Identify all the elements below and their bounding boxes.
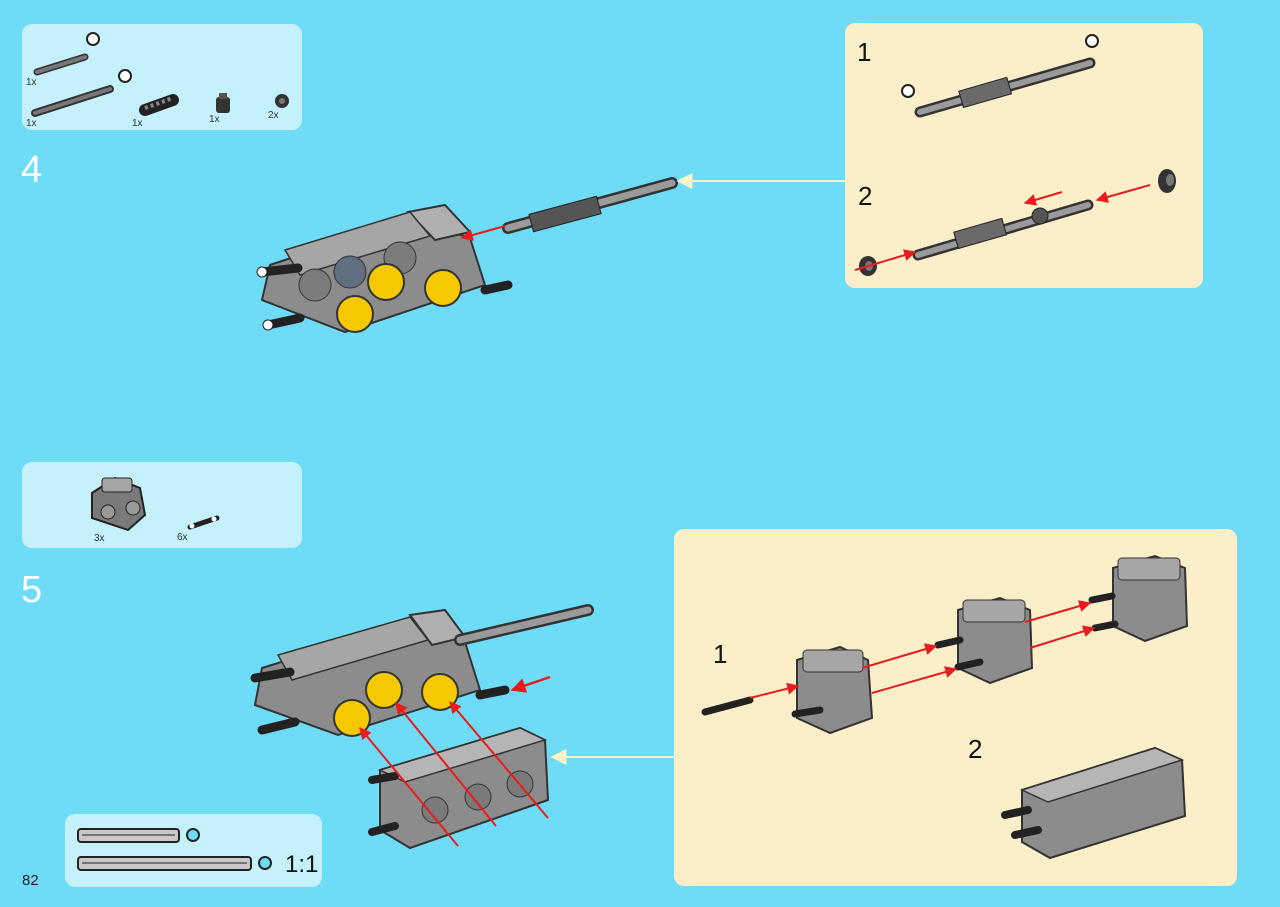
step4-engine-block: [256, 203, 513, 334]
scale-label: 1:1: [285, 851, 319, 878]
step4-sub2-arrow-slide: [1023, 191, 1063, 206]
step5-sub1-cylinder-c: [1112, 554, 1189, 643]
step4-subassembly-panel: [845, 23, 1203, 288]
step5-rod-arrow-2: [395, 702, 497, 827]
step5-sub1-arrow-4: [1024, 600, 1092, 623]
step4-sub2-arrow-halfbush: [854, 249, 917, 271]
step4-parts-panel: [22, 24, 302, 130]
step5-sub-number-1: 1: [713, 639, 728, 669]
step5-sub1-arrow-1: [749, 682, 800, 699]
step4-part-axle-joiner: [139, 94, 179, 116]
step4-part-axle-short: [33, 53, 89, 76]
step4-part-axle-long: [31, 85, 114, 117]
step4-sub1-length-badge-a: [1085, 34, 1099, 48]
step4-part-qty: 1x: [132, 118, 143, 129]
step5-part-cylinder: [91, 476, 147, 532]
step4-axle-short-length-badge: [86, 32, 100, 46]
page-number: 82: [22, 872, 39, 889]
scale-panel: [65, 814, 322, 887]
step4-insert-arrow: [460, 225, 506, 241]
step5-crank-axle: [454, 604, 594, 646]
step4-part-qty: 1x: [26, 77, 37, 88]
step5-rod-arrow-3: [449, 701, 549, 819]
step5-sub1-pins: [701, 592, 1119, 718]
step5-part-pin: [187, 515, 220, 530]
step4-part-qty: 2x: [268, 110, 279, 121]
step4-sub1-axle: [914, 57, 1096, 118]
step5-sub1-arrow-5: [1029, 625, 1096, 649]
step5-part-qty: 6x: [177, 532, 188, 543]
step5-pin-arrow: [510, 675, 551, 693]
step5-engine-block: [250, 608, 510, 737]
scale-short-length-badge: [186, 828, 200, 842]
step4-part-qty: 1x: [209, 114, 220, 125]
step5-sub2-cylinder-block: [1001, 746, 1187, 860]
step4-crank-axle: [502, 177, 678, 234]
step-number-4: 4: [21, 149, 43, 191]
step5-rod-arrow-1: [359, 727, 459, 847]
step4-sub2-arrow-bush: [1095, 184, 1151, 203]
step4-sub-number-2: 2: [858, 181, 873, 211]
step5-sub1-cylinder-b: [957, 596, 1034, 685]
step5-sub1-arrow-2: [861, 643, 938, 669]
step4-axle-long-length-badge: [118, 69, 132, 83]
step4-sub1-length-badge-b: [901, 84, 915, 98]
step4-part-half-bush: [275, 94, 289, 108]
step4-sub2-bush: [1158, 169, 1176, 193]
step5-sub1-cylinder-a: [796, 645, 874, 735]
step-number-5: 5: [21, 569, 43, 611]
scale-long-length-badge: [258, 856, 272, 870]
step5-sub1-arrow-3: [871, 666, 958, 694]
step5-sub-number-2: 2: [968, 734, 983, 764]
step4-sub2-axle: [912, 199, 1094, 261]
step5-parts-panel: [22, 462, 302, 548]
step4-sub-number-1: 1: [857, 37, 872, 67]
step5-part-qty: 3x: [94, 533, 105, 544]
scale-axle-long: [77, 856, 252, 871]
step4-part-qty: 1x: [26, 118, 37, 129]
step4-part-bush: [216, 93, 230, 113]
scale-axle-short: [77, 828, 180, 843]
